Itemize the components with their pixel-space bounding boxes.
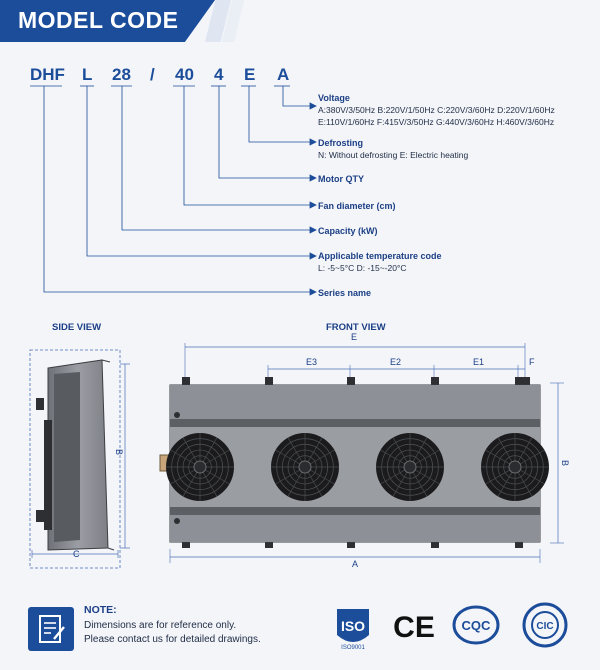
front-dim-e3: E3	[306, 357, 318, 367]
side-dim-c: C	[73, 549, 80, 559]
header-banner	[0, 0, 215, 42]
fan-icon	[166, 433, 234, 501]
code-defrost: E	[244, 65, 256, 84]
fan-icon	[376, 433, 444, 501]
fan-diameter-label: Fan diameter (cm)	[318, 201, 396, 211]
front-dim-b: B	[560, 459, 571, 467]
cqc-text: CQC	[462, 618, 492, 633]
code-motor-qty: 4	[214, 65, 224, 84]
ce-text: CE	[393, 611, 435, 644]
cic-logo: CIC	[520, 600, 570, 655]
document-icon	[28, 607, 74, 651]
model-code-leaders	[30, 85, 317, 296]
front-dim-e2: E2	[390, 357, 402, 367]
temp-code-label: Applicable temperature code	[318, 251, 442, 261]
iso-sub: ISO9001	[341, 645, 365, 651]
cqc-logo: CQC	[450, 602, 502, 653]
cic-text: CIC	[536, 621, 553, 632]
side-view-title: SIDE VIEW	[52, 322, 102, 333]
motor-qty-label: Motor QTY	[318, 174, 364, 184]
note-line-2: Please contact us for detailed drawings.	[84, 634, 261, 645]
code-fan-diameter: 40	[175, 65, 194, 84]
fan-icon	[481, 433, 549, 501]
defrosting-label: Defrosting	[318, 138, 363, 148]
capacity-label: Capacity (kW)	[318, 226, 378, 236]
front-view-title: FRONT VIEW	[326, 322, 386, 333]
page-title: MODEL CODE	[18, 7, 179, 33]
defrosting-options: N: Without defrosting E: Electric heatin…	[318, 150, 469, 160]
side-view-drawing	[29, 349, 130, 569]
voltage-options-1: A:380V/3/50Hz B:220V/1/50Hz C:220V/3/60H…	[318, 105, 555, 115]
code-capacity: 28	[112, 65, 131, 84]
fan-array	[166, 433, 549, 501]
iso-text: ISO	[341, 618, 365, 634]
temp-code-options: L: -5~5°C D: -15~-20°C	[318, 263, 407, 273]
code-series: DHF	[30, 65, 65, 84]
code-temp: L	[82, 65, 93, 84]
voltage-label: Voltage	[318, 93, 350, 103]
front-dim-e: E	[351, 332, 358, 342]
code-slash: /	[150, 65, 155, 84]
series-name-label: Series name	[318, 288, 372, 298]
voltage-options-2: E:110V/1/60Hz F:415V/3/50Hz G:440V/3/60H…	[318, 117, 555, 127]
iso-logo: ISO ISO9001	[333, 605, 373, 656]
side-dim-b: B	[114, 448, 125, 456]
note-line-1: Dimensions are for reference only.	[84, 620, 237, 631]
front-dim-e1: E1	[473, 357, 485, 367]
fan-icon	[271, 433, 339, 501]
note-title: NOTE:	[84, 604, 117, 616]
front-dim-a: A	[352, 559, 359, 569]
front-dim-f: F	[529, 357, 535, 367]
code-voltage: A	[277, 65, 290, 84]
ce-logo: CE	[392, 607, 436, 650]
